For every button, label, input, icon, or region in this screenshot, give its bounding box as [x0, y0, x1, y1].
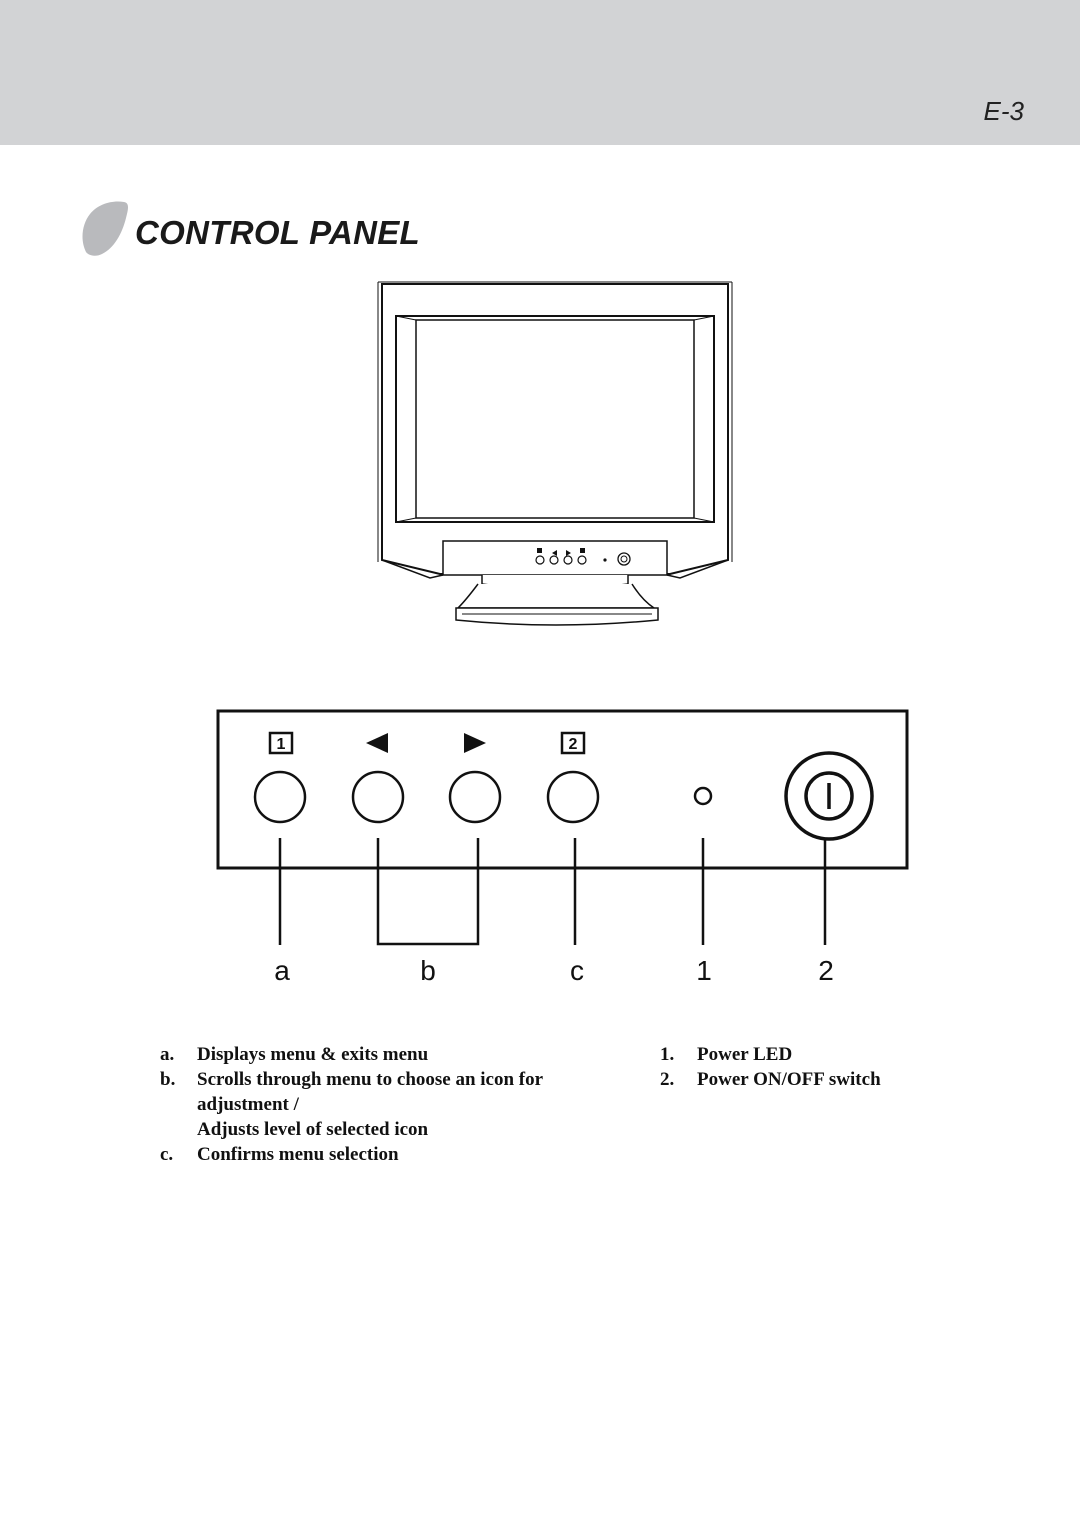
legend-text: Displays menu & exits menu — [197, 1044, 429, 1065]
legend-buttons: a. Displays menu & exits menu b. Scrolls… — [160, 1042, 600, 1167]
legend-text: Power LED — [697, 1044, 793, 1065]
legend-key: 2. — [660, 1069, 675, 1090]
legend-text: Adjusts level of selected icon — [197, 1119, 429, 1140]
section-title: CONTROL PANEL — [135, 214, 421, 251]
button-2-label: 2 — [560, 731, 586, 755]
legend-item: 2. Power ON/OFF switch — [660, 1067, 960, 1092]
legend-text: Power ON/OFF switch — [697, 1069, 881, 1090]
monitor-illustration — [377, 281, 733, 626]
menu-button[interactable] — [253, 770, 307, 824]
callout-b: b — [420, 955, 436, 986]
power-led — [693, 786, 713, 806]
power-switch[interactable] — [784, 751, 874, 841]
left-triangle-icon — [366, 733, 388, 753]
header-band — [0, 0, 1080, 145]
svg-text:1: 1 — [277, 736, 286, 753]
callout-a: a — [274, 955, 290, 986]
control-panel-diagram: 1 2 — [216, 709, 909, 946]
confirm-button[interactable] — [546, 770, 600, 824]
legend-key: b. — [160, 1069, 176, 1090]
left-button[interactable] — [351, 770, 405, 824]
legend-item: Adjusts level of selected icon — [160, 1117, 600, 1142]
gray-blob-icon — [82, 201, 128, 256]
leader-b — [376, 838, 480, 946]
legend-item: a. Displays menu & exits menu — [160, 1042, 600, 1067]
page-number: E-3 — [983, 96, 1024, 126]
legend-key: 1. — [660, 1044, 675, 1065]
legend-indicators: 1. Power LED 2. Power ON/OFF switch — [660, 1042, 960, 1092]
legend-item: b. Scrolls through menu to choose an ico… — [160, 1067, 600, 1117]
legend-key — [160, 1117, 197, 1142]
right-button[interactable] — [448, 770, 502, 824]
legend-text: Scrolls through menu to choose an icon f… — [197, 1069, 543, 1115]
callout-1: 1 — [696, 955, 712, 986]
svg-text:2: 2 — [569, 736, 578, 753]
button-1-label: 1 — [268, 731, 294, 755]
callout-c: c — [570, 955, 584, 986]
callout-2: 2 — [818, 955, 834, 986]
legend-item: 1. Power LED — [660, 1042, 960, 1067]
right-triangle-icon — [464, 733, 486, 753]
legend-key: c. — [160, 1144, 174, 1165]
legend-key: a. — [160, 1044, 175, 1065]
legend-text: Confirms menu selection — [197, 1144, 399, 1165]
legend-item: c. Confirms menu selection — [160, 1142, 600, 1167]
